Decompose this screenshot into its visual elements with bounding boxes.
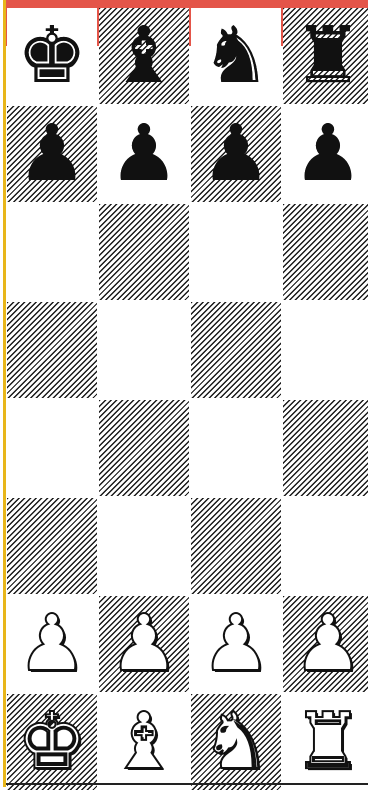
board-square[interactable] bbox=[7, 302, 97, 398]
board-square[interactable] bbox=[191, 498, 281, 594]
board-square[interactable]: ♟ bbox=[99, 106, 189, 202]
board-square[interactable]: ♟ bbox=[283, 596, 368, 692]
board-square[interactable]: ♜ bbox=[283, 8, 368, 104]
black-pawn-icon[interactable]: ♟ bbox=[7, 106, 97, 202]
board-square[interactable] bbox=[283, 400, 368, 496]
white-pawn-icon[interactable]: ♟ bbox=[99, 596, 189, 692]
black-pawn-icon[interactable]: ♟ bbox=[191, 106, 281, 202]
black-rook-icon[interactable]: ♜ bbox=[283, 8, 368, 104]
board-square[interactable]: ♚ bbox=[7, 694, 97, 790]
white-pawn-icon[interactable]: ♟ bbox=[283, 596, 368, 692]
black-pawn-icon[interactable]: ♟ bbox=[283, 106, 368, 202]
board-square[interactable] bbox=[191, 204, 281, 300]
board-square[interactable] bbox=[99, 498, 189, 594]
board-square[interactable]: ♚ bbox=[7, 8, 97, 104]
board-square[interactable] bbox=[283, 302, 368, 398]
board-square[interactable]: ♟ bbox=[7, 106, 97, 202]
white-bishop-icon[interactable]: ♝ bbox=[99, 694, 189, 790]
board-square[interactable] bbox=[7, 400, 97, 496]
board-square[interactable] bbox=[283, 498, 368, 594]
black-bishop-icon[interactable]: ♝ bbox=[99, 8, 189, 104]
board-square[interactable] bbox=[191, 400, 281, 496]
board-square[interactable] bbox=[99, 400, 189, 496]
board-square[interactable]: ♟ bbox=[99, 596, 189, 692]
board-square[interactable] bbox=[191, 302, 281, 398]
white-knight-icon[interactable]: ♞ bbox=[191, 694, 281, 790]
board-square[interactable] bbox=[7, 204, 97, 300]
board-square[interactable]: ♟ bbox=[191, 596, 281, 692]
board-square[interactable]: ♟ bbox=[7, 596, 97, 692]
black-king-icon[interactable]: ♚ bbox=[7, 8, 97, 104]
board-square[interactable]: ♟ bbox=[191, 106, 281, 202]
chessboard: ♚♝♞♜♟♟♟♟♟♟♟♟♚♝♞♜ bbox=[7, 8, 367, 782]
board-square[interactable]: ♟ bbox=[283, 106, 368, 202]
board-square[interactable]: ♞ bbox=[191, 694, 281, 790]
black-pawn-icon[interactable]: ♟ bbox=[99, 106, 189, 202]
white-pawn-icon[interactable]: ♟ bbox=[7, 596, 97, 692]
board-square[interactable] bbox=[99, 302, 189, 398]
board-square[interactable]: ♝ bbox=[99, 8, 189, 104]
board-square[interactable] bbox=[7, 498, 97, 594]
board-square[interactable] bbox=[283, 204, 368, 300]
left-yellow-rule bbox=[3, 0, 6, 787]
white-rook-icon[interactable]: ♜ bbox=[283, 694, 368, 790]
board-square[interactable] bbox=[99, 204, 189, 300]
board-square[interactable]: ♞ bbox=[191, 8, 281, 104]
board-square[interactable]: ♜ bbox=[283, 694, 368, 790]
white-king-icon[interactable]: ♚ bbox=[7, 694, 97, 790]
board-square[interactable]: ♝ bbox=[99, 694, 189, 790]
black-knight-icon[interactable]: ♞ bbox=[191, 8, 281, 104]
white-pawn-icon[interactable]: ♟ bbox=[191, 596, 281, 692]
bottom-border bbox=[6, 783, 368, 785]
